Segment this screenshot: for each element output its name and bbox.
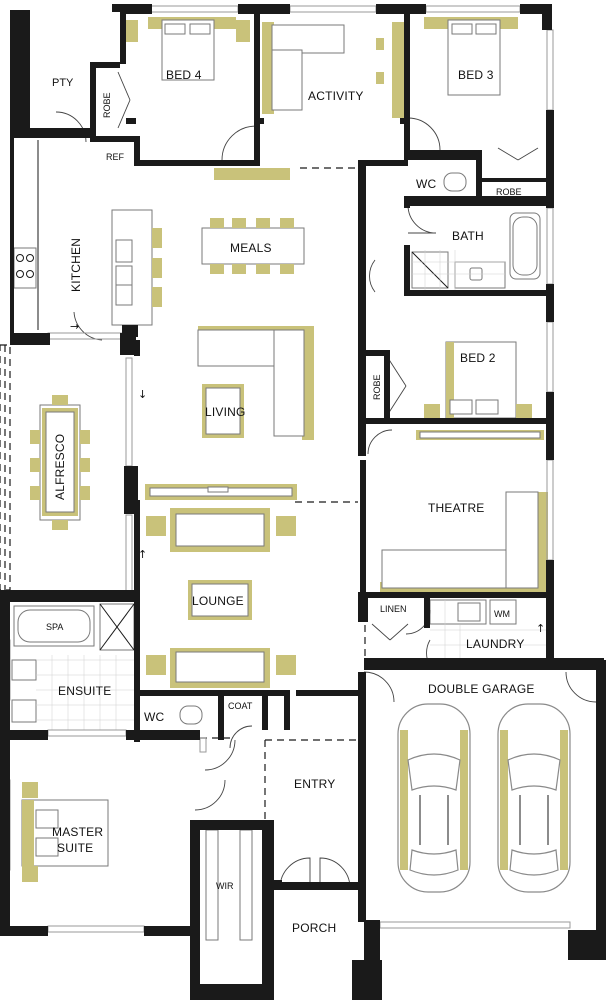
walls xyxy=(0,4,606,1000)
car-right xyxy=(497,703,571,893)
room-label-robe-3: ROBE xyxy=(372,374,382,400)
room-label-kitchen: KITCHEN xyxy=(69,238,83,292)
room-label-bed3: BED 3 xyxy=(458,68,494,82)
room-label-pty: PTY xyxy=(52,77,74,89)
room-label-ensuite: ENSUITE xyxy=(58,684,111,698)
room-label-bed4: BED 4 xyxy=(166,68,202,82)
room-label-living: LIVING xyxy=(205,405,246,419)
room-label-theatre: THEATRE xyxy=(428,501,485,515)
theatre-furniture xyxy=(380,430,548,594)
laundry-fixtures xyxy=(429,599,548,660)
room-label-master-suite-2: SUITE xyxy=(57,841,93,855)
lounge-slider-arrow: ↑ xyxy=(138,548,147,561)
room-label-bath: BATH xyxy=(452,229,484,243)
kitchen-fixtures xyxy=(13,140,162,330)
room-label-robe-1: ROBE xyxy=(102,92,112,118)
lounge-furniture xyxy=(146,508,296,688)
meals-furniture xyxy=(201,168,305,274)
room-label-alfresco: ALFRESCO xyxy=(53,434,67,500)
car-left xyxy=(397,703,471,893)
bath-fixtures xyxy=(411,172,541,290)
slider-arrows: → ↓ ↑ ↑ xyxy=(70,320,545,635)
room-label-laundry: LAUNDRY xyxy=(466,637,525,651)
bed-2-furniture xyxy=(424,341,532,419)
ensuite-fixtures xyxy=(11,603,203,730)
room-label-wc-2: WC xyxy=(144,710,165,724)
furniture-layer xyxy=(11,17,571,941)
laundry-slider-arrow: ↑ xyxy=(536,622,545,635)
garage-cars xyxy=(397,703,571,893)
kitchen-slider-arrow: → xyxy=(70,320,79,333)
room-labels: PTY ROBE REF BED 4 ACTIVITY BED 3 WC ROB… xyxy=(46,68,535,935)
master-suite-furniture xyxy=(21,782,109,882)
bed-4-furniture xyxy=(124,17,250,81)
room-label-master-suite-1: MASTER xyxy=(52,825,103,839)
room-label-entry: ENTRY xyxy=(294,777,335,791)
bed-3-furniture xyxy=(424,17,518,96)
alfresco-furniture xyxy=(30,395,90,530)
room-label-robe-2: ROBE xyxy=(496,187,522,197)
room-label-wm: WM xyxy=(494,609,510,619)
living-furniture xyxy=(145,326,314,500)
room-label-lounge: LOUNGE xyxy=(192,594,244,608)
dashed-openings xyxy=(0,167,366,880)
room-label-bed2: BED 2 xyxy=(460,351,496,365)
room-label-double-garage: DOUBLE GARAGE xyxy=(428,682,535,696)
room-label-coat: COAT xyxy=(228,701,253,711)
room-label-porch: PORCH xyxy=(292,921,336,935)
room-label-linen: LINEN xyxy=(380,604,407,614)
living-slider-arrow: ↓ xyxy=(138,388,147,401)
room-label-wc-1: WC xyxy=(416,177,437,191)
room-label-meals: MEALS xyxy=(230,241,272,255)
room-label-spa: SPA xyxy=(46,622,63,632)
room-label-ref: REF xyxy=(106,152,125,162)
room-label-activity: ACTIVITY xyxy=(308,89,364,103)
activity-furniture xyxy=(262,22,404,118)
room-label-wir: WIR xyxy=(216,881,234,891)
